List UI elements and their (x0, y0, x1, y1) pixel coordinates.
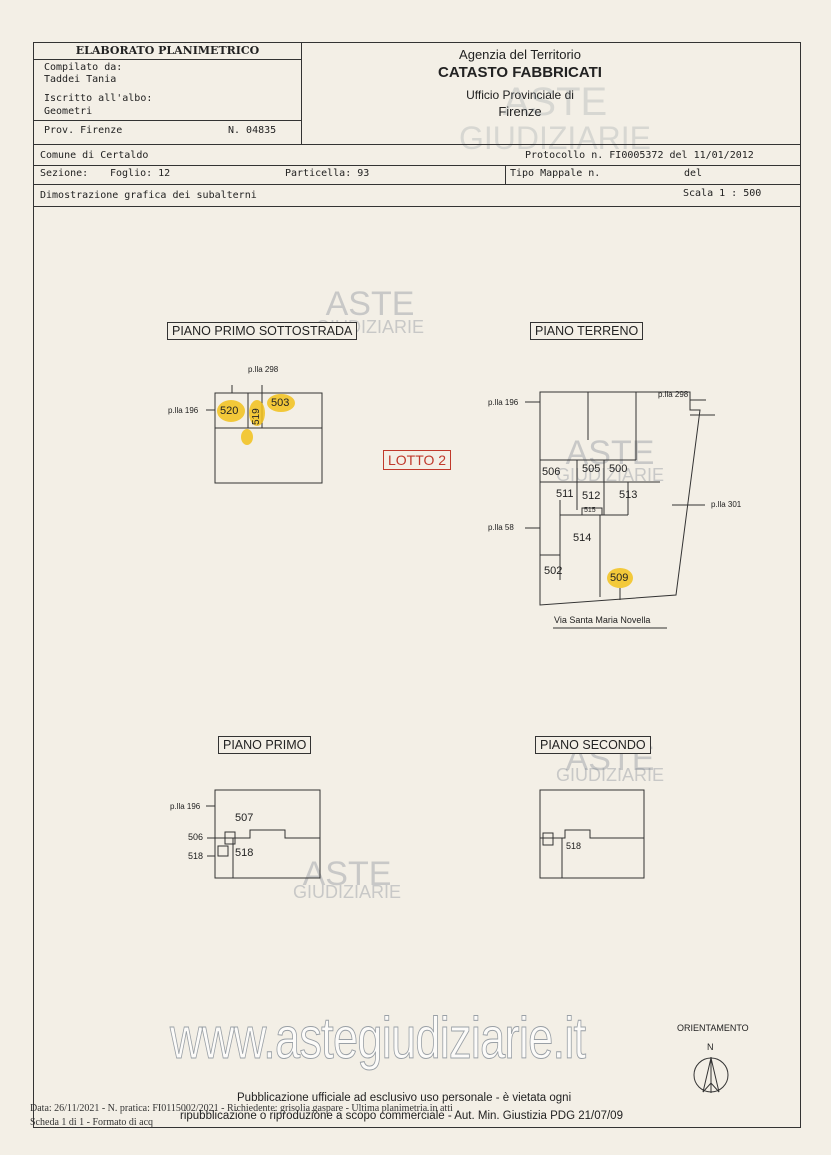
orientation-label: ORIENTAMENTO (677, 1023, 749, 1033)
registered: Geometri (44, 106, 93, 117)
unit-503: 503 (271, 397, 290, 409)
sezione: Sezione: (40, 168, 89, 179)
info-line-3 (33, 184, 801, 185)
info-bottom-line (33, 206, 801, 207)
unit-505: 505 (582, 463, 601, 475)
terreno-plla-196: p.lla 196 (488, 398, 519, 407)
header-divider (33, 120, 302, 121)
dimostrazione: Dimostrazione grafica dei subalterni (40, 190, 257, 201)
info-top-line (33, 144, 801, 145)
unit-507: 507 (235, 812, 254, 824)
unit-511: 511 (556, 488, 574, 500)
plan-label-sottostrada: PIANO PRIMO SOTTOSTRADA (167, 322, 358, 340)
plan-label-terreno: PIANO TERRENO (530, 322, 644, 340)
sottostrada-outline (214, 392, 323, 484)
document-frame (33, 42, 801, 1128)
province: Prov. Firenze (44, 125, 123, 136)
header-title: ELABORATO PLANIMETRICO (75, 44, 260, 57)
agency-name: Agenzia del Territorio (459, 47, 581, 62)
plan-label-secondo: PIANO SECONDO (535, 736, 651, 754)
footer-data-line: Data: 26/11/2021 - N. pratica: FI0115002… (30, 1103, 453, 1114)
primo-outline (214, 789, 321, 879)
unit-506: 506 (542, 466, 561, 478)
tipo-mappale-del: del (684, 168, 703, 179)
info-line-2 (33, 165, 801, 166)
unit-513: 513 (619, 489, 638, 501)
watermark-aste-2: ASTE (565, 434, 655, 472)
header-title-row (33, 42, 302, 60)
tipo-mappale: Tipo Mappale n. (510, 168, 601, 179)
agency-office: Ufficio Provinciale di (466, 88, 574, 102)
watermark-giudiziarie-3: GIUDIZIARIE (555, 765, 664, 785)
unit-509: 509 (610, 572, 629, 584)
scale: Scala 1 : 500 (683, 188, 762, 199)
unit-515: 515 (584, 507, 596, 514)
north-label: N (707, 1042, 714, 1052)
album-number: N. 04835 (228, 125, 277, 136)
watermark-aste-header: ASTE (502, 80, 608, 124)
terreno-plla-298: p.lla 298 (658, 390, 689, 399)
sottostrada-plla-298: p.lla 298 (248, 365, 279, 374)
agency-city: Firenze (498, 104, 542, 119)
watermark-giudiziarie-4: GIUDIZIARIE (292, 882, 401, 902)
watermark-giudiziarie-2: GIUDIZIARIE (555, 465, 664, 485)
compiled-by-label: Compilato da: (44, 62, 123, 73)
unit-520: 520 (220, 405, 239, 417)
foglio: Foglio: 12 (110, 168, 171, 179)
secondo-outline (539, 789, 645, 879)
info-vertical-divider (505, 165, 506, 184)
unit-502: 502 (544, 565, 563, 577)
primo-plla-196: p.lla 196 (170, 802, 201, 811)
plan-label-primo: PIANO PRIMO (218, 736, 312, 754)
terreno-plla-301: p.lla 301 (711, 500, 742, 509)
unit-518-secondo: 518 (566, 841, 582, 851)
unit-512: 512 (582, 490, 601, 502)
unit-506-primo: 506 (188, 832, 204, 842)
unit-500: 500 (609, 463, 628, 475)
compiled-by: Taddei Tania (44, 74, 117, 85)
unit-514: 514 (573, 532, 592, 544)
protocol: Protocollo n. FI0005372 del 11/01/2012 (525, 150, 754, 161)
watermark-aste-1: ASTE (325, 285, 415, 323)
registered-label: Iscritto all'albo: (44, 93, 153, 104)
watermark-aste-4: ASTE (302, 855, 392, 893)
watermark-site: www.astegiudiziarie.it (170, 1006, 587, 1072)
footer-scheda-line: Scheda 1 di 1 - Formato di acq (30, 1117, 154, 1128)
street-name: Via Santa Maria Novella (554, 615, 651, 625)
terreno-plla-58: p.lla 58 (488, 523, 514, 532)
footer-notice-2: ripubblicazione o riproduzione a scopo c… (180, 1110, 623, 1122)
unit-519: 519 (251, 408, 262, 425)
unit-518-leader: 518 (188, 851, 204, 861)
terreno-outline (539, 391, 701, 606)
footer-notice-1: Pubblicazione ufficiale ad esclusivo uso… (237, 1092, 572, 1104)
sottostrada-plla-196: p.lla 196 (168, 406, 199, 415)
comune: Comune di Certaldo (40, 150, 149, 161)
unit-518-primo: 518 (235, 847, 254, 859)
watermark-giudiziarie-header: GIUDIZIARIE (458, 120, 651, 156)
agency-dept: CATASTO FABBRICATI (438, 64, 602, 81)
lotto-label: LOTTO 2 (383, 450, 452, 470)
header-block (33, 42, 302, 144)
particella: Particella: 93 (285, 168, 370, 179)
